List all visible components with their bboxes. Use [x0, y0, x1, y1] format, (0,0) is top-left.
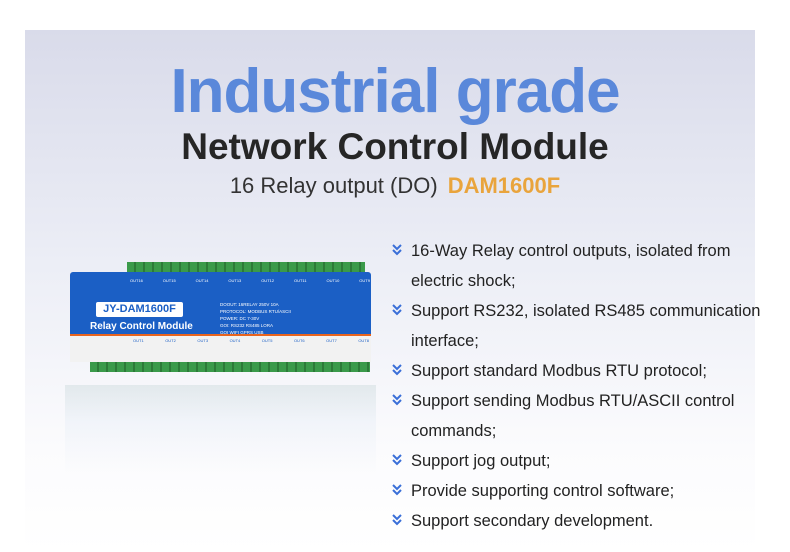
out-label: OUT6 — [293, 338, 305, 343]
product-name: JY-DAM1600F — [96, 302, 183, 317]
feature-text: Support RS232, isolated RS485 communicat… — [411, 302, 761, 350]
feature-item: Support standard Modbus RTU protocol; — [392, 356, 772, 386]
out-label: OUT10 — [326, 278, 340, 283]
double-chevron-down-icon — [392, 394, 402, 406]
feature-item: Support jog output; — [392, 446, 772, 476]
relay-module-image: OUT16 OUT15 OUT14 OUT13 OUT12 OUT11 OUT1… — [65, 262, 376, 372]
module-lower-strip: OUT1 OUT2 OUT3 OUT4 OUT5 OUT6 OUT7 OUT8 — [70, 334, 371, 362]
out-label: OUT2 — [165, 338, 176, 343]
out-label: OUT7 — [326, 338, 337, 343]
double-chevron-down-icon — [392, 514, 402, 526]
out-label: OUT11 — [293, 278, 307, 283]
product-specs: DOOUT: 16RELAY 250V 10A PROTOCOL: MODBUS… — [220, 301, 291, 336]
product-label: Relay Control Module — [90, 321, 193, 332]
feature-text: Provide supporting control software; — [411, 482, 675, 500]
spec-line: POWER: DC 7-30V — [220, 316, 260, 321]
double-chevron-down-icon — [392, 304, 402, 316]
out-label: OUT4 — [229, 338, 241, 343]
top-terminals — [127, 262, 365, 272]
spec-line: DOOUT: 16RELAY 250V 10A — [220, 302, 279, 307]
bottom-output-labels: OUT1 OUT2 OUT3 OUT4 OUT5 OUT6 OUT7 OUT8 — [133, 338, 369, 343]
feature-text: Support sending Modbus RTU/ASCII control… — [411, 392, 735, 440]
subheadline: Network Control Module — [181, 126, 609, 167]
out-label: OUT15 — [162, 278, 176, 283]
out-label: OUT13 — [228, 278, 242, 283]
feature-item: Support RS232, isolated RS485 communicat… — [392, 296, 772, 356]
product-reflection — [65, 385, 376, 475]
out-label: OUT16 — [130, 278, 143, 283]
spec-line: GOI WIFI GPRS USB — [220, 330, 264, 335]
model-number: DAM1600F — [447, 173, 561, 198]
feature-item: 16-Way Relay control outputs, isolated f… — [392, 236, 772, 296]
out-label: OUT3 — [197, 338, 209, 343]
feature-item: Support sending Modbus RTU/ASCII control… — [392, 386, 772, 446]
double-chevron-down-icon — [392, 454, 402, 466]
double-chevron-down-icon — [392, 244, 402, 256]
feature-item: Provide supporting control software; — [392, 476, 772, 506]
out-label: OUT1 — [133, 338, 144, 343]
double-chevron-down-icon — [392, 484, 402, 496]
tagline-text: 16 Relay output (DO) — [229, 173, 438, 198]
out-label: OUT12 — [261, 278, 275, 283]
double-chevron-down-icon — [392, 364, 402, 376]
bottom-terminals — [90, 362, 370, 372]
feature-text: Support jog output; — [411, 452, 551, 470]
top-output-labels: OUT16 OUT15 OUT14 OUT13 OUT12 OUT11 OUT1… — [130, 278, 370, 283]
feature-item: Support secondary development. — [392, 506, 772, 536]
feature-list: 16-Way Relay control outputs, isolated f… — [392, 236, 772, 536]
out-label: OUT9 — [359, 278, 370, 283]
headline: Industrial grade — [170, 57, 620, 126]
spec-line: GOI: RS232 RS485 LORA — [220, 323, 274, 328]
out-label: OUT14 — [195, 278, 209, 283]
out-label: OUT8 — [358, 338, 369, 343]
module-board: OUT16 OUT15 OUT14 OUT13 OUT12 OUT11 OUT1… — [70, 272, 371, 338]
spec-line: PROTOCOL: MODBUS RTU/ASCII — [220, 309, 291, 314]
tagline: 16 Relay output (DO) DAM1600F — [0, 173, 790, 199]
feature-text: Support secondary development. — [411, 512, 654, 530]
out-label: OUT5 — [261, 338, 273, 343]
feature-text: Support standard Modbus RTU protocol; — [411, 362, 707, 380]
feature-text: 16-Way Relay control outputs, isolated f… — [411, 242, 731, 290]
